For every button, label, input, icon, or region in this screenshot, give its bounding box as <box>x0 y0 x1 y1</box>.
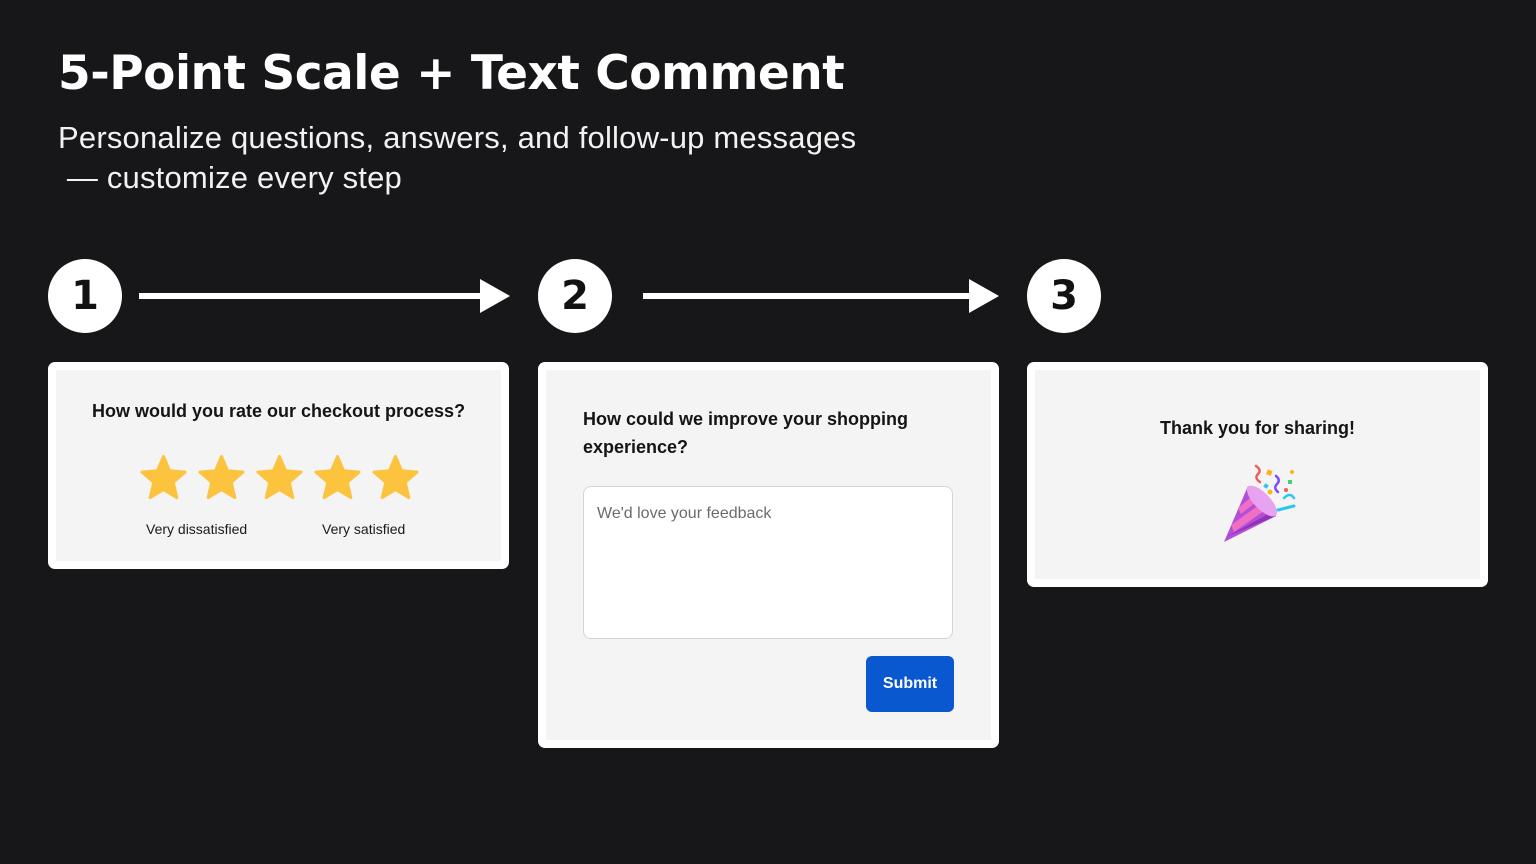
comment-question: How could we improve your shopping exper… <box>583 409 909 457</box>
arrow-right-icon <box>643 279 999 313</box>
star-icon[interactable] <box>313 454 362 502</box>
star-icon[interactable] <box>197 454 246 502</box>
step-3-badge: 3 <box>1027 259 1101 333</box>
thank-you-card: Thank you for sharing! <box>1027 362 1488 587</box>
star-rating[interactable] <box>139 454 420 502</box>
arrow-right-icon <box>139 279 510 313</box>
comment-card: How could we improve your shopping exper… <box>538 362 999 748</box>
rating-card: How would you rate our checkout process? <box>48 362 509 569</box>
subtitle-line-1: Personalize questions, answers, and foll… <box>58 120 857 155</box>
star-icon[interactable] <box>371 454 420 502</box>
thank-you-card-body: Thank you for sharing! <box>1035 370 1480 579</box>
star-icon[interactable] <box>255 454 304 502</box>
submit-button[interactable]: Submit <box>866 656 954 712</box>
page-subtitle: Personalize questions, answers, and foll… <box>58 118 938 198</box>
comment-card-body: How could we improve your shopping exper… <box>546 370 991 740</box>
star-icon[interactable] <box>139 454 188 502</box>
page-title: 5-Point Scale + Text Comment <box>58 46 845 101</box>
thank-you-message: Thank you for sharing! <box>1159 418 1355 438</box>
scale-low-label: Very dissatisfied <box>146 521 248 537</box>
subtitle-line-2: — customize every step <box>58 160 402 195</box>
party-popper-icon <box>1224 464 1296 542</box>
scale-high-label: Very satisfied <box>322 521 406 537</box>
rating-card-body: How would you rate our checkout process? <box>56 370 501 561</box>
feedback-textarea[interactable] <box>583 486 953 639</box>
rating-question: How would you rate our checkout process? <box>92 401 466 421</box>
step-2-badge: 2 <box>538 259 612 333</box>
step-1-badge: 1 <box>48 259 122 333</box>
